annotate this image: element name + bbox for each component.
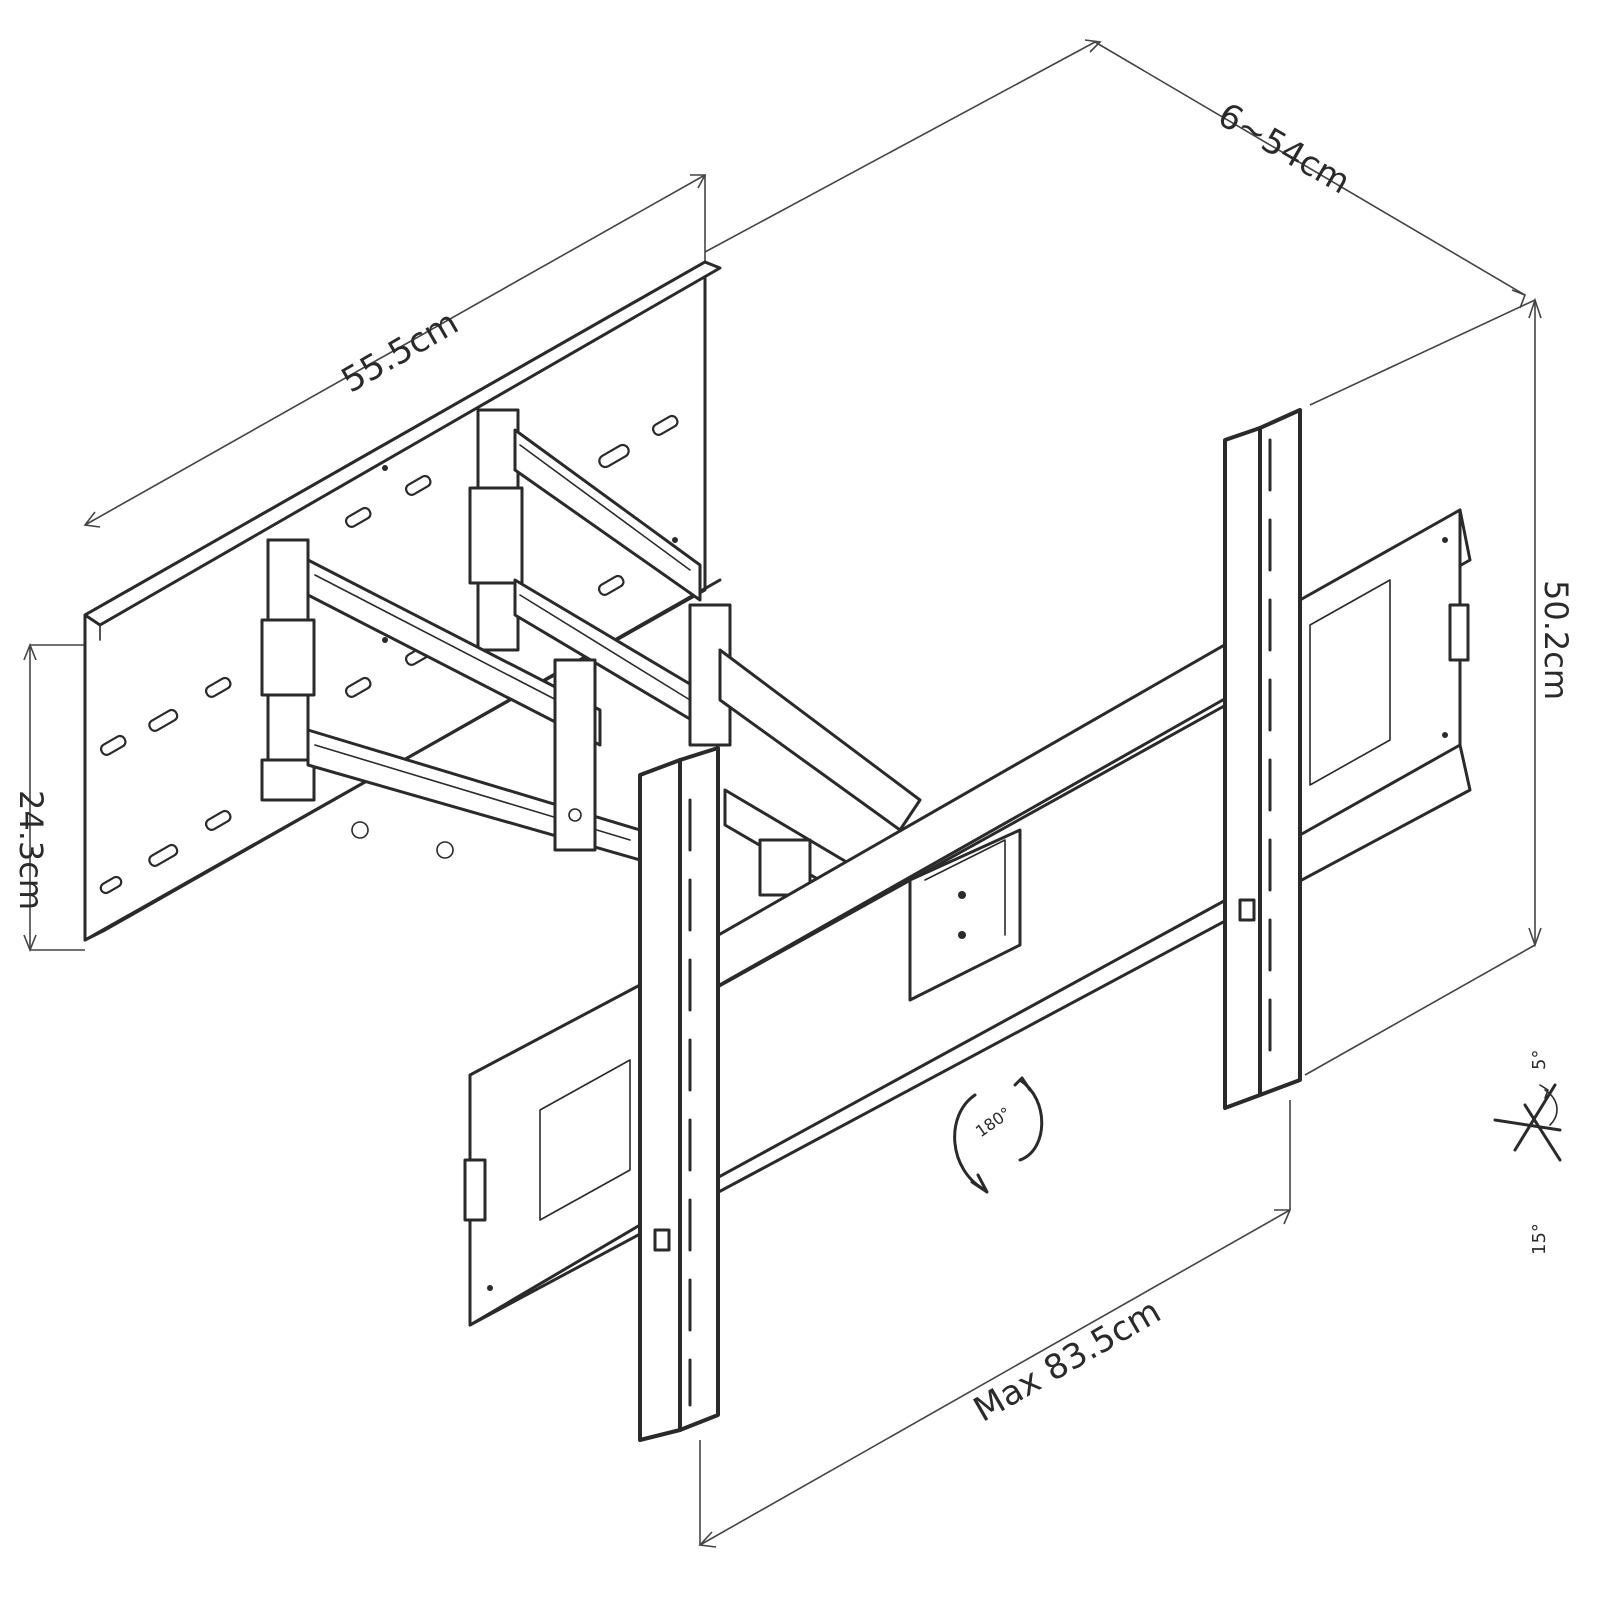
tv-bracket-height-label: 50.2cm — [1537, 580, 1575, 700]
articulating-arms — [306, 428, 922, 897]
wall-plate-width-label: 55.5cm — [335, 303, 465, 401]
tv-vertical-bar-right — [1223, 408, 1302, 1110]
dimension-lines — [23, 39, 1542, 1548]
wall-bracket-uprights — [260, 408, 524, 802]
tv-vertical-bar-left — [638, 746, 720, 1442]
tilt-up-text: 5° — [1529, 1050, 1550, 1070]
extension-label: 6~54cm — [1211, 95, 1357, 202]
tv-bracket-width-label: Max 83.5cm — [967, 1291, 1168, 1430]
rotation-arrows-icon: 180° — [953, 1076, 1044, 1194]
wall-plate-height-label: 24.3cm — [12, 790, 50, 910]
tilt-axis-icon: 5° 15° — [1493, 1050, 1562, 1255]
rotate-angle-text: 180° — [972, 1103, 1014, 1141]
tilt-down-text: 15° — [1529, 1223, 1550, 1255]
